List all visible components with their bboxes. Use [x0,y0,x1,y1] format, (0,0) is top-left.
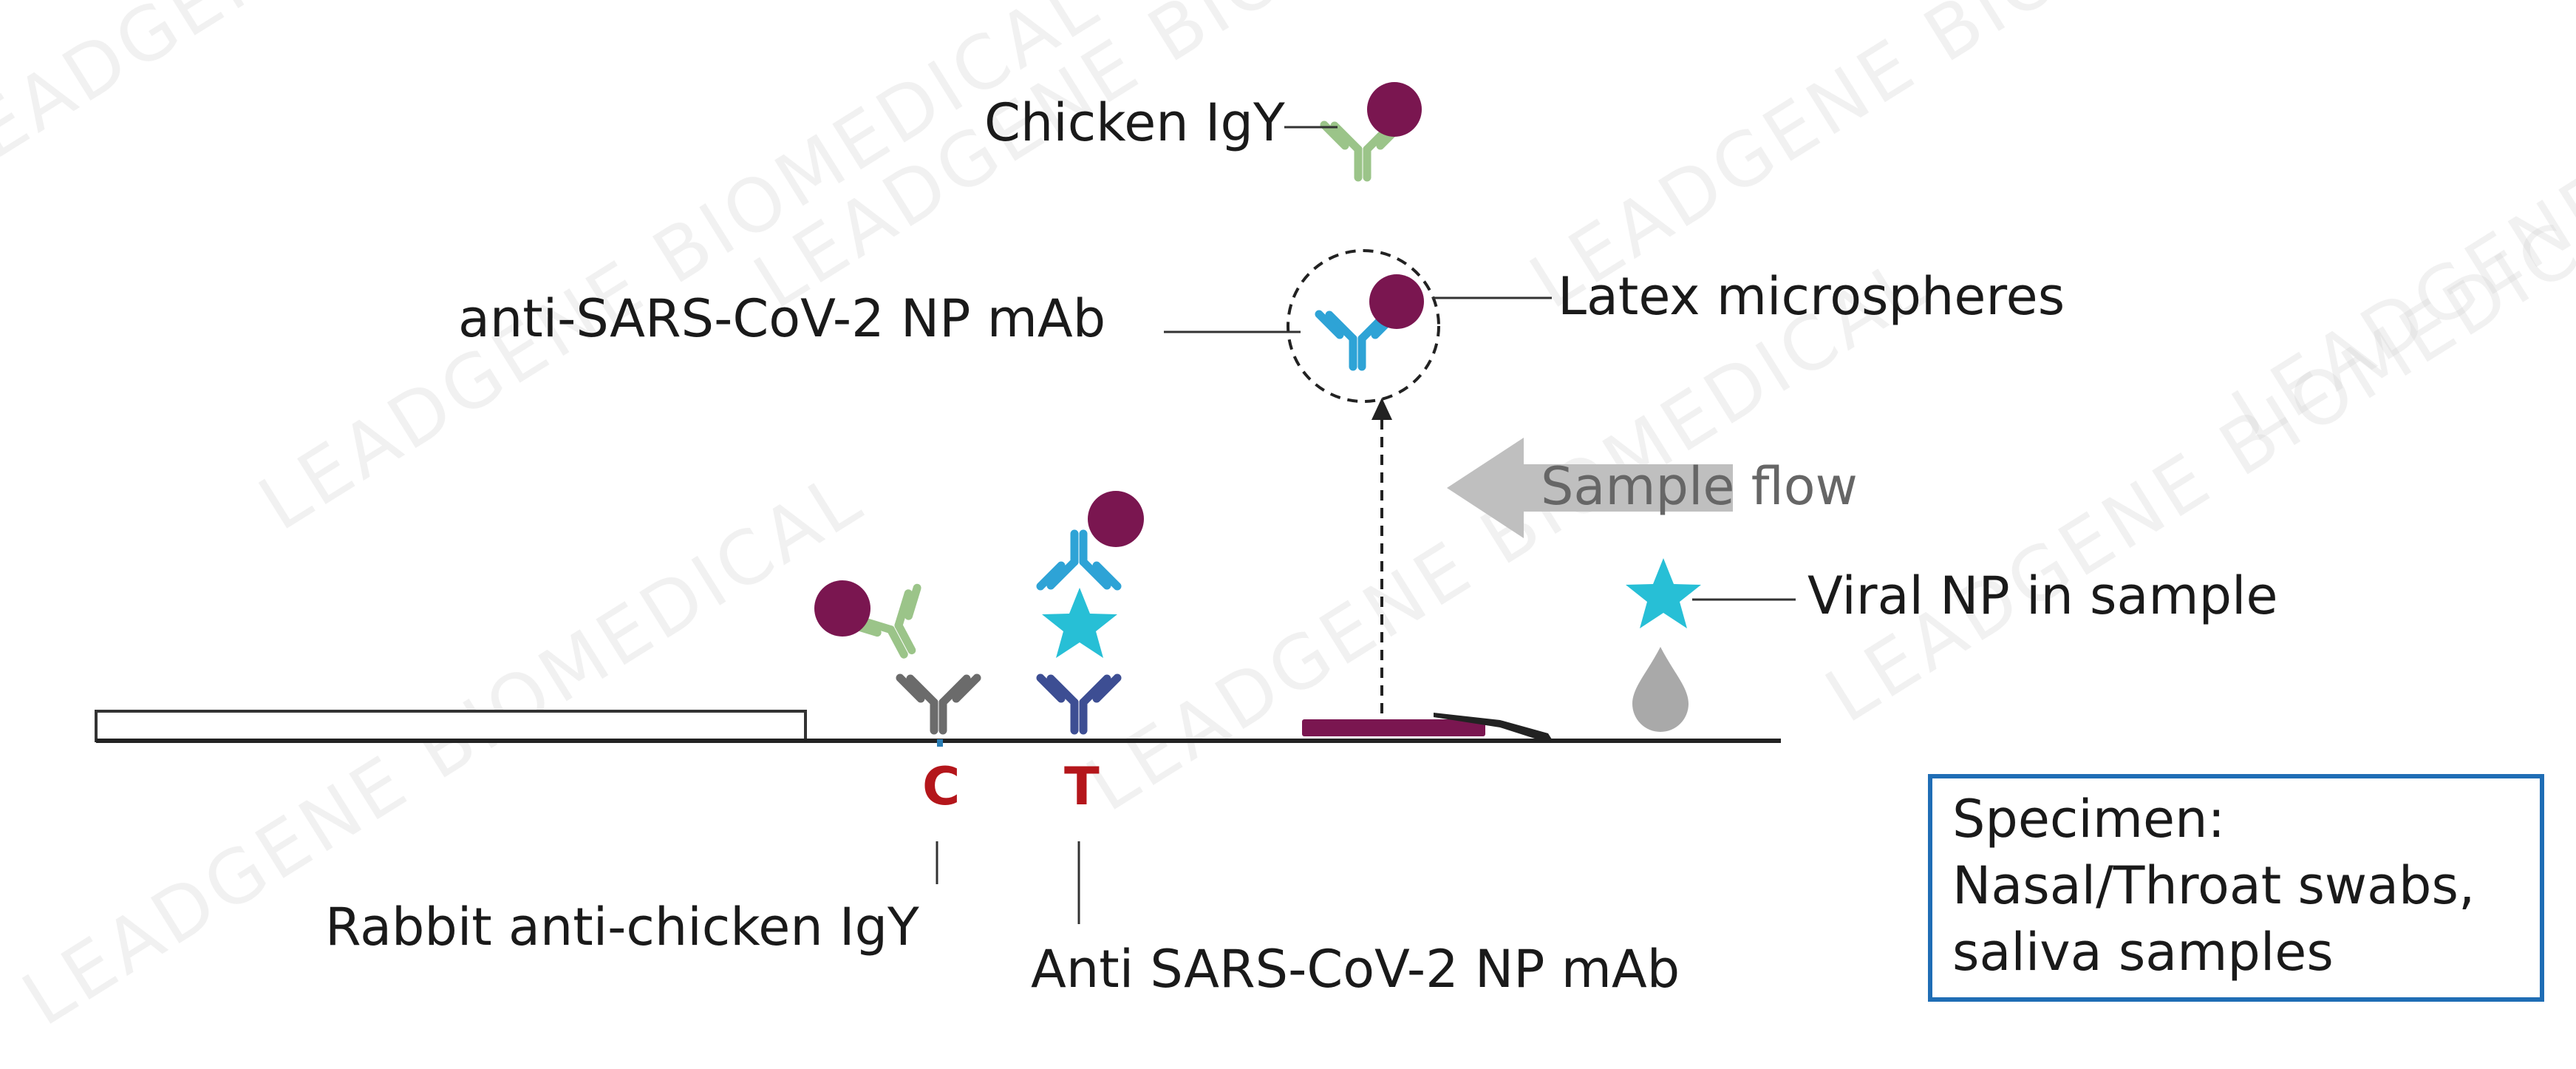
c-line-label: C [922,756,960,817]
t-line-label: T [1064,756,1100,817]
sample-pad [1434,713,1552,739]
specimen-line-1: Specimen: [1952,789,2225,849]
viral-np-group: Viral NP in sample [1626,558,2278,732]
absorbent-pad [95,710,807,742]
watermark-text: LEADGENE BIOMEDICAL [245,0,1115,547]
rabbit-label: Rabbit anti-chicken IgY [325,897,919,957]
chicken-igy-label: Chicken IgY [984,92,1285,153]
viral-np-label: Viral NP in sample [1807,566,2278,626]
sample-flow-label: Sample flow [1541,456,1858,517]
sample-flow-arrow: Sample flow [1447,438,1858,538]
latex-bead-c [814,580,870,637]
anti-np-mab-bottom-label: Anti SARS-CoV-2 NP mAb [1031,939,1680,1000]
specimen-box: Specimen: Nasal/Throat swabs, saliva sam… [1928,774,2544,1002]
specimen-line-2: Nasal/Throat swabs, [1952,855,2475,916]
chicken-igy-conjugate: Chicken IgY [984,82,1422,177]
rabbit-antibody [900,678,977,730]
latex-bead-t [1088,491,1144,547]
latex-bead-mid [1369,274,1424,329]
specimen-line-3: saliva samples [1952,922,2334,983]
np-star-t [1042,588,1117,658]
c-line-group: C [814,580,977,884]
conjugate-pad [1302,719,1485,736]
np-star-sample [1626,558,1701,628]
sample-drop [1632,647,1689,732]
latex-label: Latex microspheres [1558,266,2065,327]
t-line-group: T [1040,491,1144,924]
capture-antibody [1040,678,1117,730]
np-mab-conjugate: anti-SARS-CoV-2 NP mAb Latex microsphere… [458,249,2065,713]
latex-bead-top [1367,82,1422,137]
test-strip [95,710,1781,743]
dashed-circle [1287,249,1440,403]
anti-np-mab-label: anti-SARS-CoV-2 NP mAb [458,288,1105,349]
release-arrow-head [1372,398,1392,420]
watermark-text: LEADGENE BIOMEDICAL [0,0,789,200]
